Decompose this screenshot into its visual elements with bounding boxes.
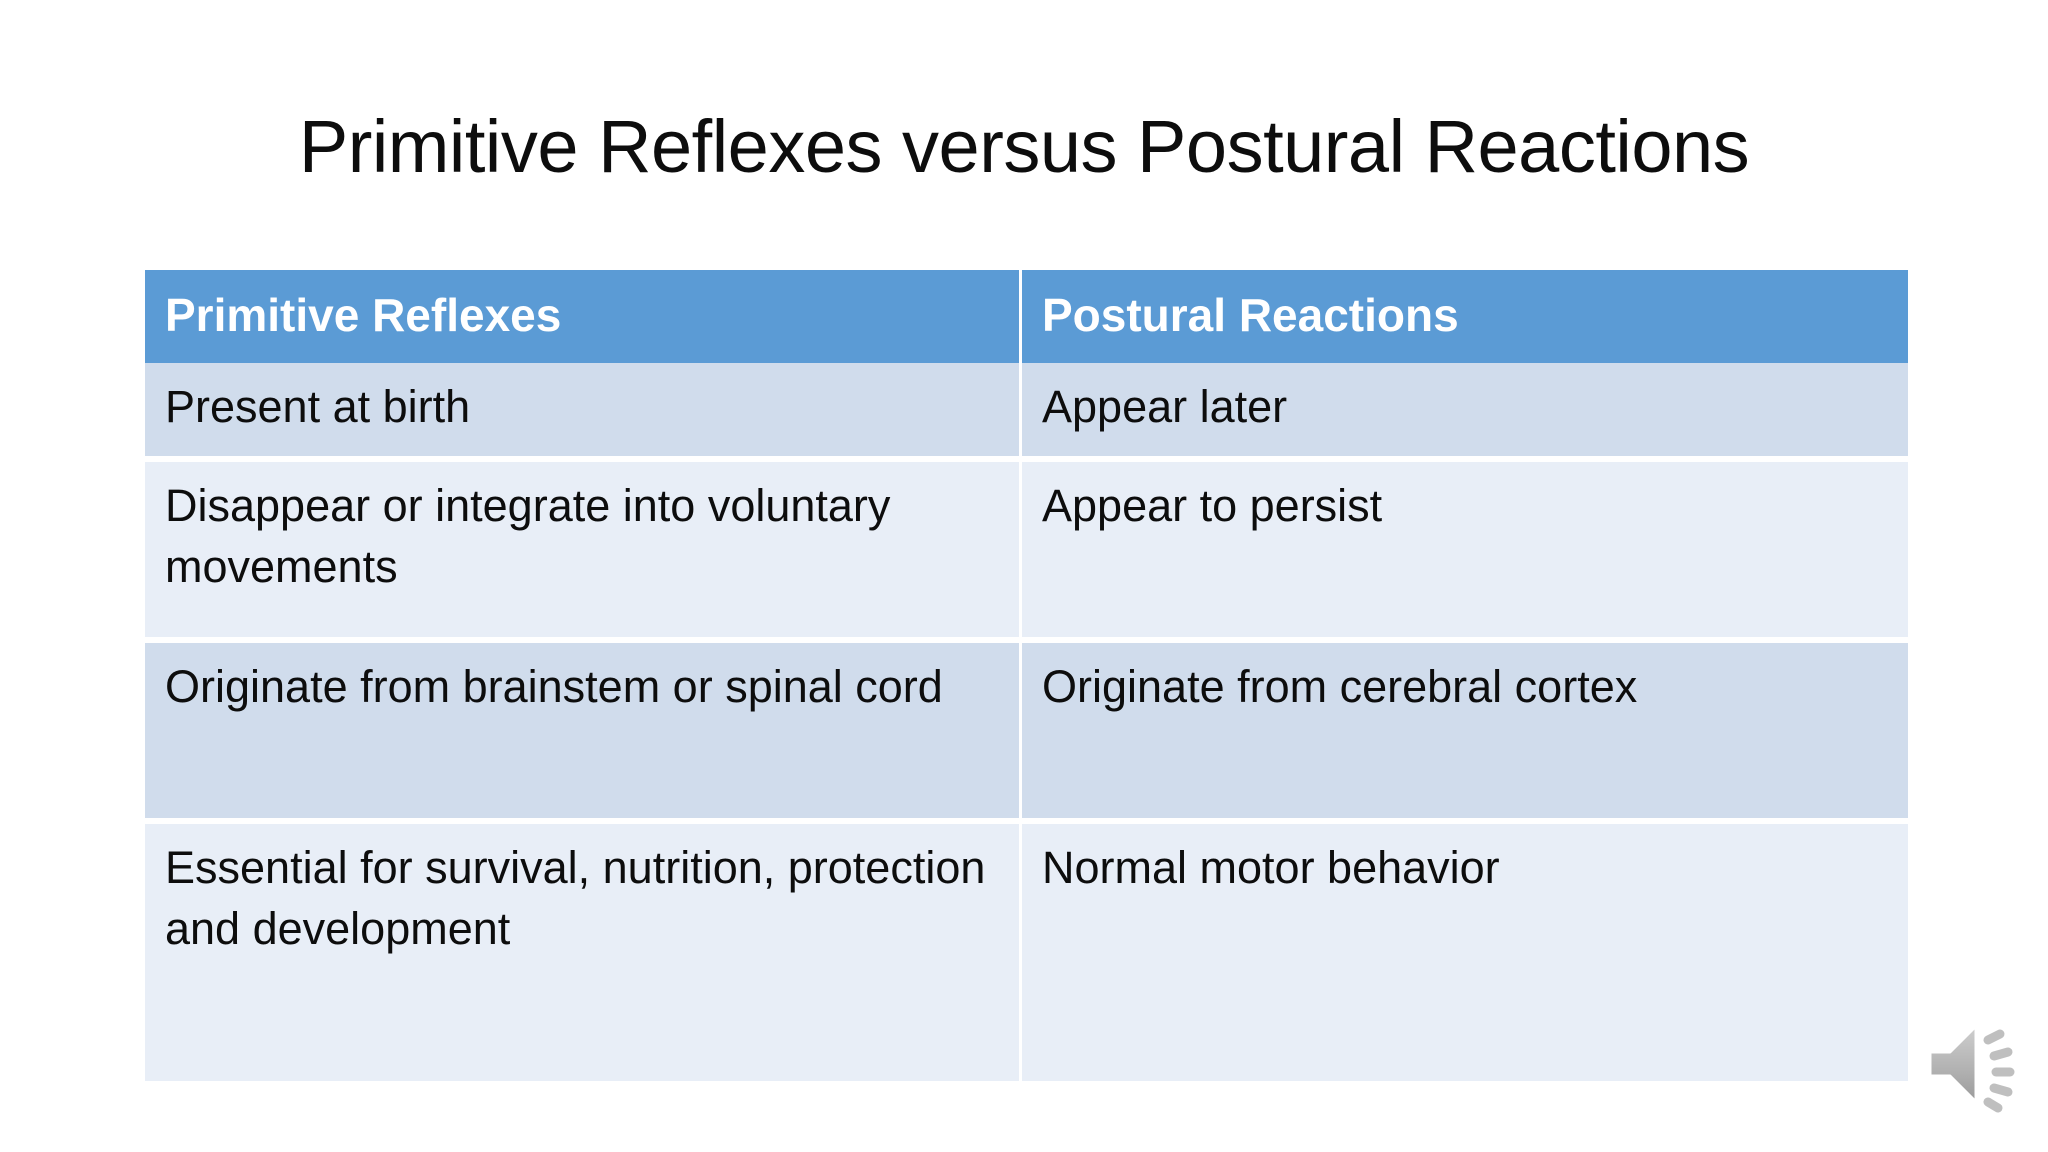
table-row: Essential for survival, nutrition, prote… (145, 823, 1908, 1081)
cell-text: Essential for survival, nutrition, prote… (165, 841, 986, 954)
cell-primitive-reflexes-4: Essential for survival, nutrition, prote… (145, 823, 1022, 1081)
table-row: Originate from brainstem or spinal cord … (145, 642, 1908, 824)
table-row: Disappear or integrate into voluntary mo… (145, 461, 1908, 643)
cell-text: Appear to persist (1042, 479, 1383, 531)
cell-postural-reactions-2: Appear to persist (1022, 461, 1908, 643)
cell-primitive-reflexes-3: Originate from brainstem or spinal cord (145, 642, 1022, 824)
table-header-row: Primitive Reflexes Postural Reactions (145, 270, 1908, 363)
cell-primitive-reflexes-2: Disappear or integrate into voluntary mo… (145, 461, 1022, 643)
column-header-postural-reactions: Postural Reactions (1022, 270, 1908, 363)
page-title: Primitive Reflexes versus Postural React… (298, 105, 1750, 188)
speaker-icon[interactable] (1924, 1012, 2036, 1116)
table-row: Present at birth Appear later (145, 363, 1908, 462)
cell-postural-reactions-3: Originate from cerebral cortex (1022, 642, 1908, 824)
comparison-table: Primitive Reflexes Postural Reactions Pr… (145, 270, 1908, 1081)
cell-postural-reactions-4: Normal motor behavior (1022, 823, 1908, 1081)
comparison-table-container: Primitive Reflexes Postural Reactions Pr… (145, 270, 1908, 1081)
table-header: Primitive Reflexes Postural Reactions (145, 270, 1908, 363)
table-body: Present at birth Appear later Disappear … (145, 363, 1908, 1081)
cell-text: Originate from cerebral cortex (1042, 660, 1638, 712)
cell-text: Present at birth (165, 381, 471, 432)
cell-text: Normal motor behavior (1042, 841, 1500, 893)
cell-primitive-reflexes-1: Present at birth (145, 363, 1022, 462)
cell-text: Originate from brainstem or spinal cord (165, 660, 943, 712)
cell-text: Disappear or integrate into voluntary mo… (165, 479, 891, 592)
cell-text: Appear later (1042, 381, 1288, 432)
column-header-primitive-reflexes: Primitive Reflexes (145, 270, 1022, 363)
cell-postural-reactions-1: Appear later (1022, 363, 1908, 462)
